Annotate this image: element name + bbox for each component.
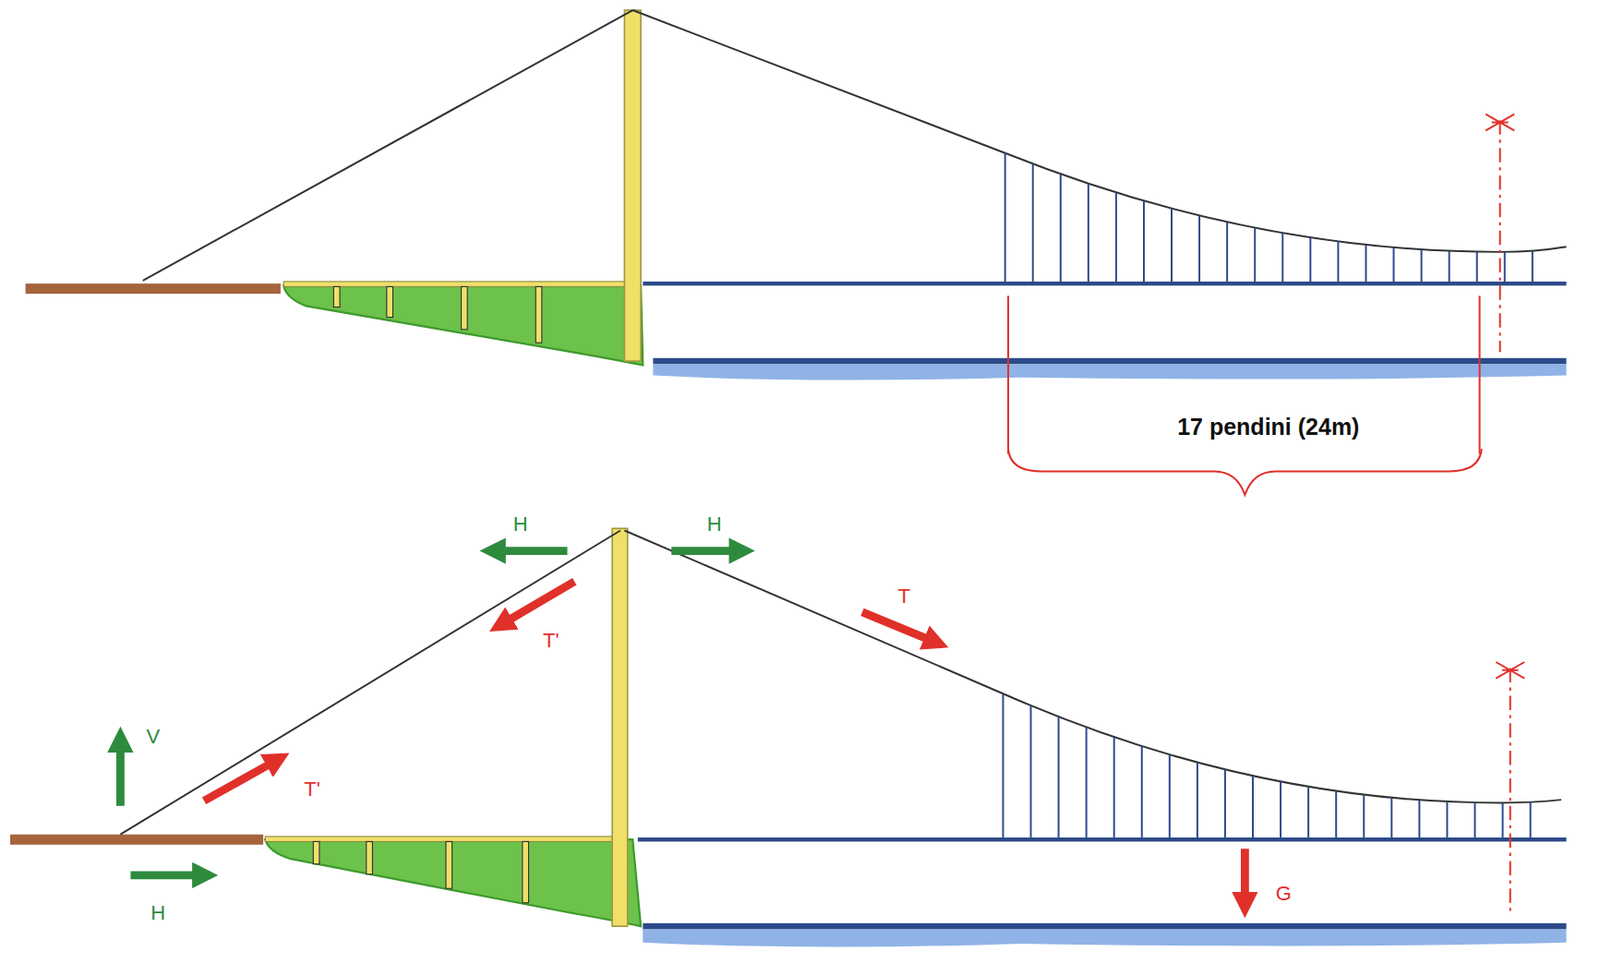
hanger bbox=[1032, 163, 1035, 283]
hanger bbox=[1001, 693, 1004, 839]
hanger bbox=[1004, 153, 1007, 283]
force-label: T' bbox=[542, 630, 560, 651]
hanger bbox=[1393, 247, 1396, 283]
hanger bbox=[1448, 251, 1451, 283]
hanger bbox=[1474, 802, 1477, 839]
hanger bbox=[1141, 745, 1143, 839]
hanger bbox=[1058, 716, 1060, 839]
force-label: H bbox=[150, 902, 166, 924]
hanger bbox=[1420, 249, 1423, 283]
bottom-bridge bbox=[10, 528, 1566, 947]
hanger bbox=[1336, 240, 1339, 283]
force-label: G bbox=[1275, 883, 1292, 904]
hanger bbox=[1170, 208, 1173, 283]
hanger bbox=[1198, 215, 1201, 283]
hanger bbox=[1251, 775, 1254, 839]
hanger bbox=[1168, 754, 1171, 839]
hanger bbox=[1059, 173, 1062, 283]
force-label: H bbox=[707, 514, 722, 535]
hanger bbox=[1529, 801, 1532, 839]
hanger bbox=[1309, 237, 1312, 283]
hanger bbox=[1390, 797, 1393, 839]
hanger bbox=[1531, 251, 1534, 283]
hanger bbox=[1281, 232, 1284, 283]
hanger bbox=[1307, 786, 1310, 839]
hanger bbox=[1085, 727, 1088, 840]
hanger bbox=[1115, 192, 1118, 283]
hanger bbox=[1224, 769, 1227, 839]
dimension-label: 17 pendini (24m) bbox=[1177, 414, 1360, 438]
force-label: H bbox=[513, 514, 529, 535]
hanger bbox=[1142, 200, 1145, 283]
hanger bbox=[1226, 221, 1228, 283]
hanger bbox=[1087, 183, 1090, 283]
hanger bbox=[1335, 791, 1337, 840]
force-label: T' bbox=[303, 779, 321, 800]
hanger bbox=[1476, 252, 1479, 283]
hanger bbox=[1502, 802, 1504, 839]
force-label: T bbox=[897, 586, 910, 607]
top-bridge bbox=[25, 10, 1567, 495]
hanger bbox=[1364, 244, 1367, 283]
hanger bbox=[1445, 801, 1448, 839]
hanger bbox=[1253, 228, 1256, 283]
hanger bbox=[1503, 252, 1506, 283]
hanger bbox=[1113, 736, 1116, 839]
hanger bbox=[1196, 762, 1199, 840]
force-label: V bbox=[145, 726, 160, 747]
hanger bbox=[1362, 794, 1365, 840]
hanger bbox=[1418, 799, 1420, 839]
hanger bbox=[1279, 781, 1282, 839]
hanger bbox=[1030, 705, 1033, 839]
